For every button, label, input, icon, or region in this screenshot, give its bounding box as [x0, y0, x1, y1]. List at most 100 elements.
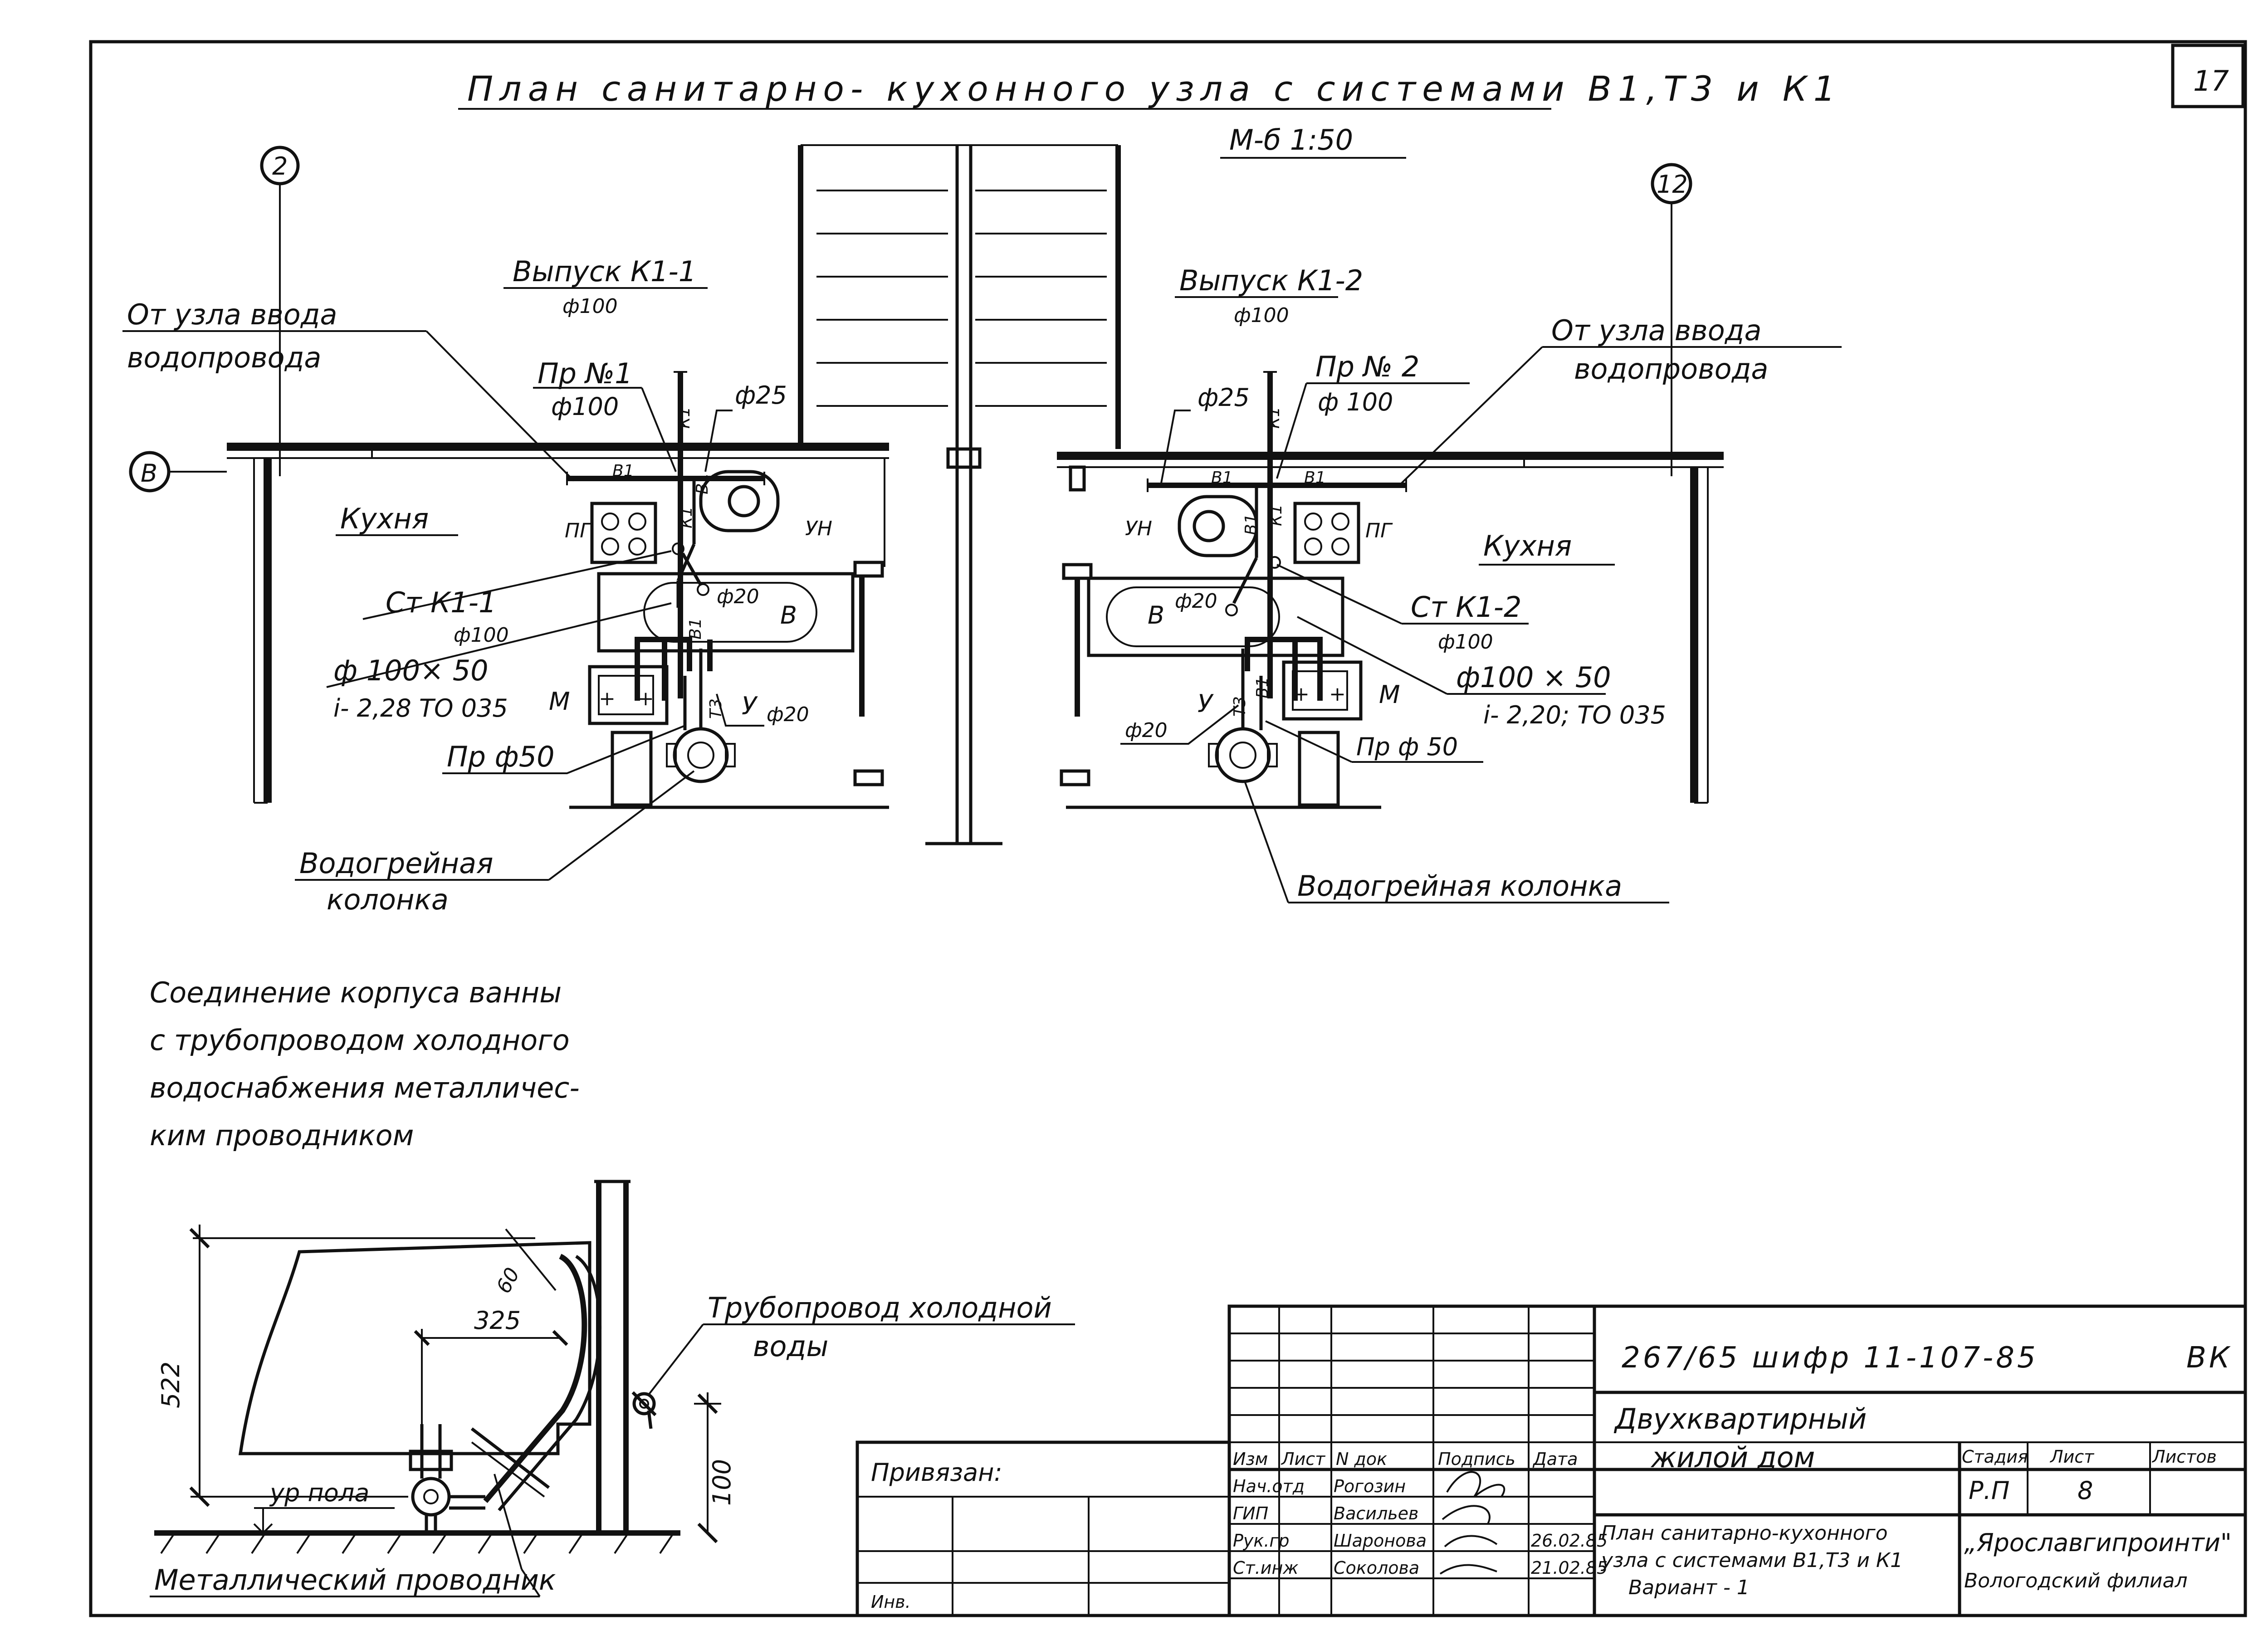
axis-2-marker: 2	[260, 146, 300, 476]
right-labels: Кухня ПГ УН В М У Выпуск К1-2 ф100 Пр № …	[1120, 264, 1842, 903]
axis-12-marker: 12	[1651, 163, 1692, 476]
svg-text:ф20: ф20	[767, 703, 809, 726]
svg-text:В1: В1	[1211, 469, 1233, 487]
svg-text:М: М	[549, 687, 570, 716]
left-pipe-tags: В1 К1 В1 К1 В1 Т3	[612, 407, 725, 719]
svg-text:2: 2	[272, 152, 288, 181]
sheet-frame	[89, 40, 2247, 1617]
svg-text:i- 2,28 ТО 035: i- 2,28 ТО 035	[333, 694, 508, 722]
svg-text:Изм: Изм	[1233, 1449, 1268, 1469]
svg-text:Вариант - 1: Вариант - 1	[1628, 1576, 1750, 1599]
svg-text:УН: УН	[1125, 517, 1152, 540]
svg-text:N док: N док	[1336, 1449, 1387, 1469]
svg-text:ф25: ф25	[735, 381, 787, 410]
svg-text:ф 100: ф 100	[1318, 388, 1393, 416]
svg-text:ф100: ф100	[562, 295, 618, 318]
svg-text:Ст.инж: Ст.инж	[1233, 1558, 1299, 1578]
svg-text:Т3: Т3	[1231, 696, 1249, 717]
svg-text:ф100: ф100	[1438, 630, 1493, 654]
svg-text:Выпуск К1-1: Выпуск К1-1	[513, 255, 696, 288]
svg-text:8: 8	[2077, 1476, 2093, 1505]
svg-text:водоснабжения металличес-: водоснабжения металличес-	[150, 1071, 580, 1104]
signature-mark	[1439, 1471, 1505, 1575]
left-bathtub	[597, 572, 855, 653]
svg-text:К1: К1	[1265, 407, 1283, 429]
svg-text:i- 2,20; ТО 035: i- 2,20; ТО 035	[1483, 701, 1666, 729]
svg-text:Металлический проводник: Металлический проводник	[154, 1563, 556, 1596]
svg-text:Подпись: Подпись	[1438, 1449, 1515, 1469]
svg-text:ф20: ф20	[717, 585, 759, 608]
svg-text:ф100 × 50: ф100 × 50	[1456, 661, 1611, 694]
document-mark: ВК	[2186, 1341, 2232, 1375]
sheet-number-box	[2171, 44, 2245, 108]
svg-text:ГИП: ГИП	[1233, 1503, 1268, 1523]
right-pipework	[1147, 371, 1407, 730]
right-unit-walls	[1057, 452, 1724, 809]
inv-label: Инв.	[871, 1592, 911, 1612]
svg-text:Васильев: Васильев	[1334, 1503, 1418, 1523]
title-block: Привязан: Инв. 267/65 шифр 11-107-85 ВК …	[855, 1304, 2247, 1617]
svg-text:ПГ: ПГ	[565, 519, 592, 542]
svg-text:От узла ввода: От узла ввода	[1551, 314, 1762, 347]
svg-text:К1: К1	[1267, 504, 1286, 526]
svg-text:+: +	[637, 687, 654, 710]
svg-text:Р.П: Р.П	[1969, 1476, 2009, 1505]
svg-text:В: В	[1148, 601, 1164, 630]
svg-text:ф20: ф20	[1175, 590, 1217, 613]
svg-text:Двухквартирный: Двухквартирный	[1613, 1402, 1867, 1435]
svg-text:522: 522	[156, 1362, 185, 1408]
svg-text:Лист: Лист	[1281, 1449, 1326, 1469]
svg-text:Рогозин: Рогозин	[1334, 1476, 1406, 1496]
cold-water-pipe-section	[631, 1391, 657, 1429]
svg-text:В1: В1	[1304, 469, 1326, 487]
svg-text:Стадия: Стадия	[1962, 1447, 2028, 1467]
svg-text:ким проводником: ким проводником	[150, 1119, 414, 1152]
right-bathtub	[1087, 576, 1344, 657]
right-stove	[1293, 502, 1360, 564]
document-code: 267/65 шифр 11-107-85	[1622, 1341, 2038, 1375]
svg-text:воды: воды	[753, 1330, 828, 1363]
svg-text:Рук.гр: Рук.гр	[1233, 1531, 1290, 1551]
bath-bonding-detail: 522 325 60 100 ур пола Трубопровод холод…	[150, 1180, 1075, 1597]
svg-text:Пр ф 50: Пр ф 50	[1356, 732, 1458, 761]
svg-text:100: 100	[708, 1459, 736, 1506]
left-kitchen-sink	[699, 470, 780, 532]
svg-text:В1: В1	[612, 462, 634, 480]
left-room-kitchen: Кухня	[340, 502, 429, 535]
sheet-number: 17	[2193, 64, 2229, 98]
svg-text:М: М	[1379, 680, 1400, 709]
svg-text:В: В	[141, 459, 157, 488]
svg-text:ф 100× 50: ф 100× 50	[333, 654, 489, 687]
svg-text:У: У	[1198, 689, 1214, 718]
bath-drain	[411, 1477, 451, 1517]
svg-text:ф100: ф100	[551, 392, 619, 421]
svg-text:В1: В1	[693, 473, 712, 494]
svg-text:Шаронова: Шаронова	[1334, 1531, 1427, 1551]
svg-text:От узла ввода: От узла ввода	[127, 298, 337, 331]
svg-text:Ст К1-2: Ст К1-2	[1411, 591, 1521, 624]
svg-text:Соколова: Соколова	[1334, 1558, 1419, 1578]
svg-text:Водогрейная: Водогрейная	[299, 847, 493, 880]
svg-text:Соединение корпуса ванны: Соединение корпуса ванны	[150, 976, 562, 1009]
svg-text:„Ярославгипроинти": „Ярославгипроинти"	[1964, 1528, 2232, 1557]
svg-text:ф25: ф25	[1198, 383, 1250, 412]
svg-text:Водогрейная колонка: Водогрейная колонка	[1297, 869, 1622, 903]
drawing-title: План санитарно- кухонного узла с система…	[467, 68, 1842, 109]
svg-text:+: +	[1329, 683, 1346, 706]
svg-text:ур пола: ур пола	[269, 1479, 369, 1507]
svg-text:Дата: Дата	[1532, 1449, 1578, 1469]
right-room-kitchen: Кухня	[1483, 529, 1572, 562]
svg-text:21.02.85: 21.02.85	[1531, 1558, 1608, 1578]
bathtub-profile	[238, 1241, 591, 1455]
svg-text:с трубопроводом холодного: с трубопроводом холодного	[150, 1024, 570, 1057]
svg-text:60: 60	[492, 1264, 524, 1297]
staircase	[798, 144, 1121, 845]
svg-text:К1: К1	[675, 407, 694, 429]
left-water-heater	[611, 727, 736, 807]
svg-text:узла с системами В1,Т3 и К1: узла с системами В1,Т3 и К1	[1600, 1549, 1903, 1572]
svg-text:Лист: Лист	[2049, 1447, 2095, 1467]
right-water-heater	[1208, 727, 1340, 807]
axis-v-marker: В	[129, 451, 227, 493]
svg-text:К1: К1	[677, 507, 696, 528]
svg-text:В1: В1	[686, 618, 705, 639]
